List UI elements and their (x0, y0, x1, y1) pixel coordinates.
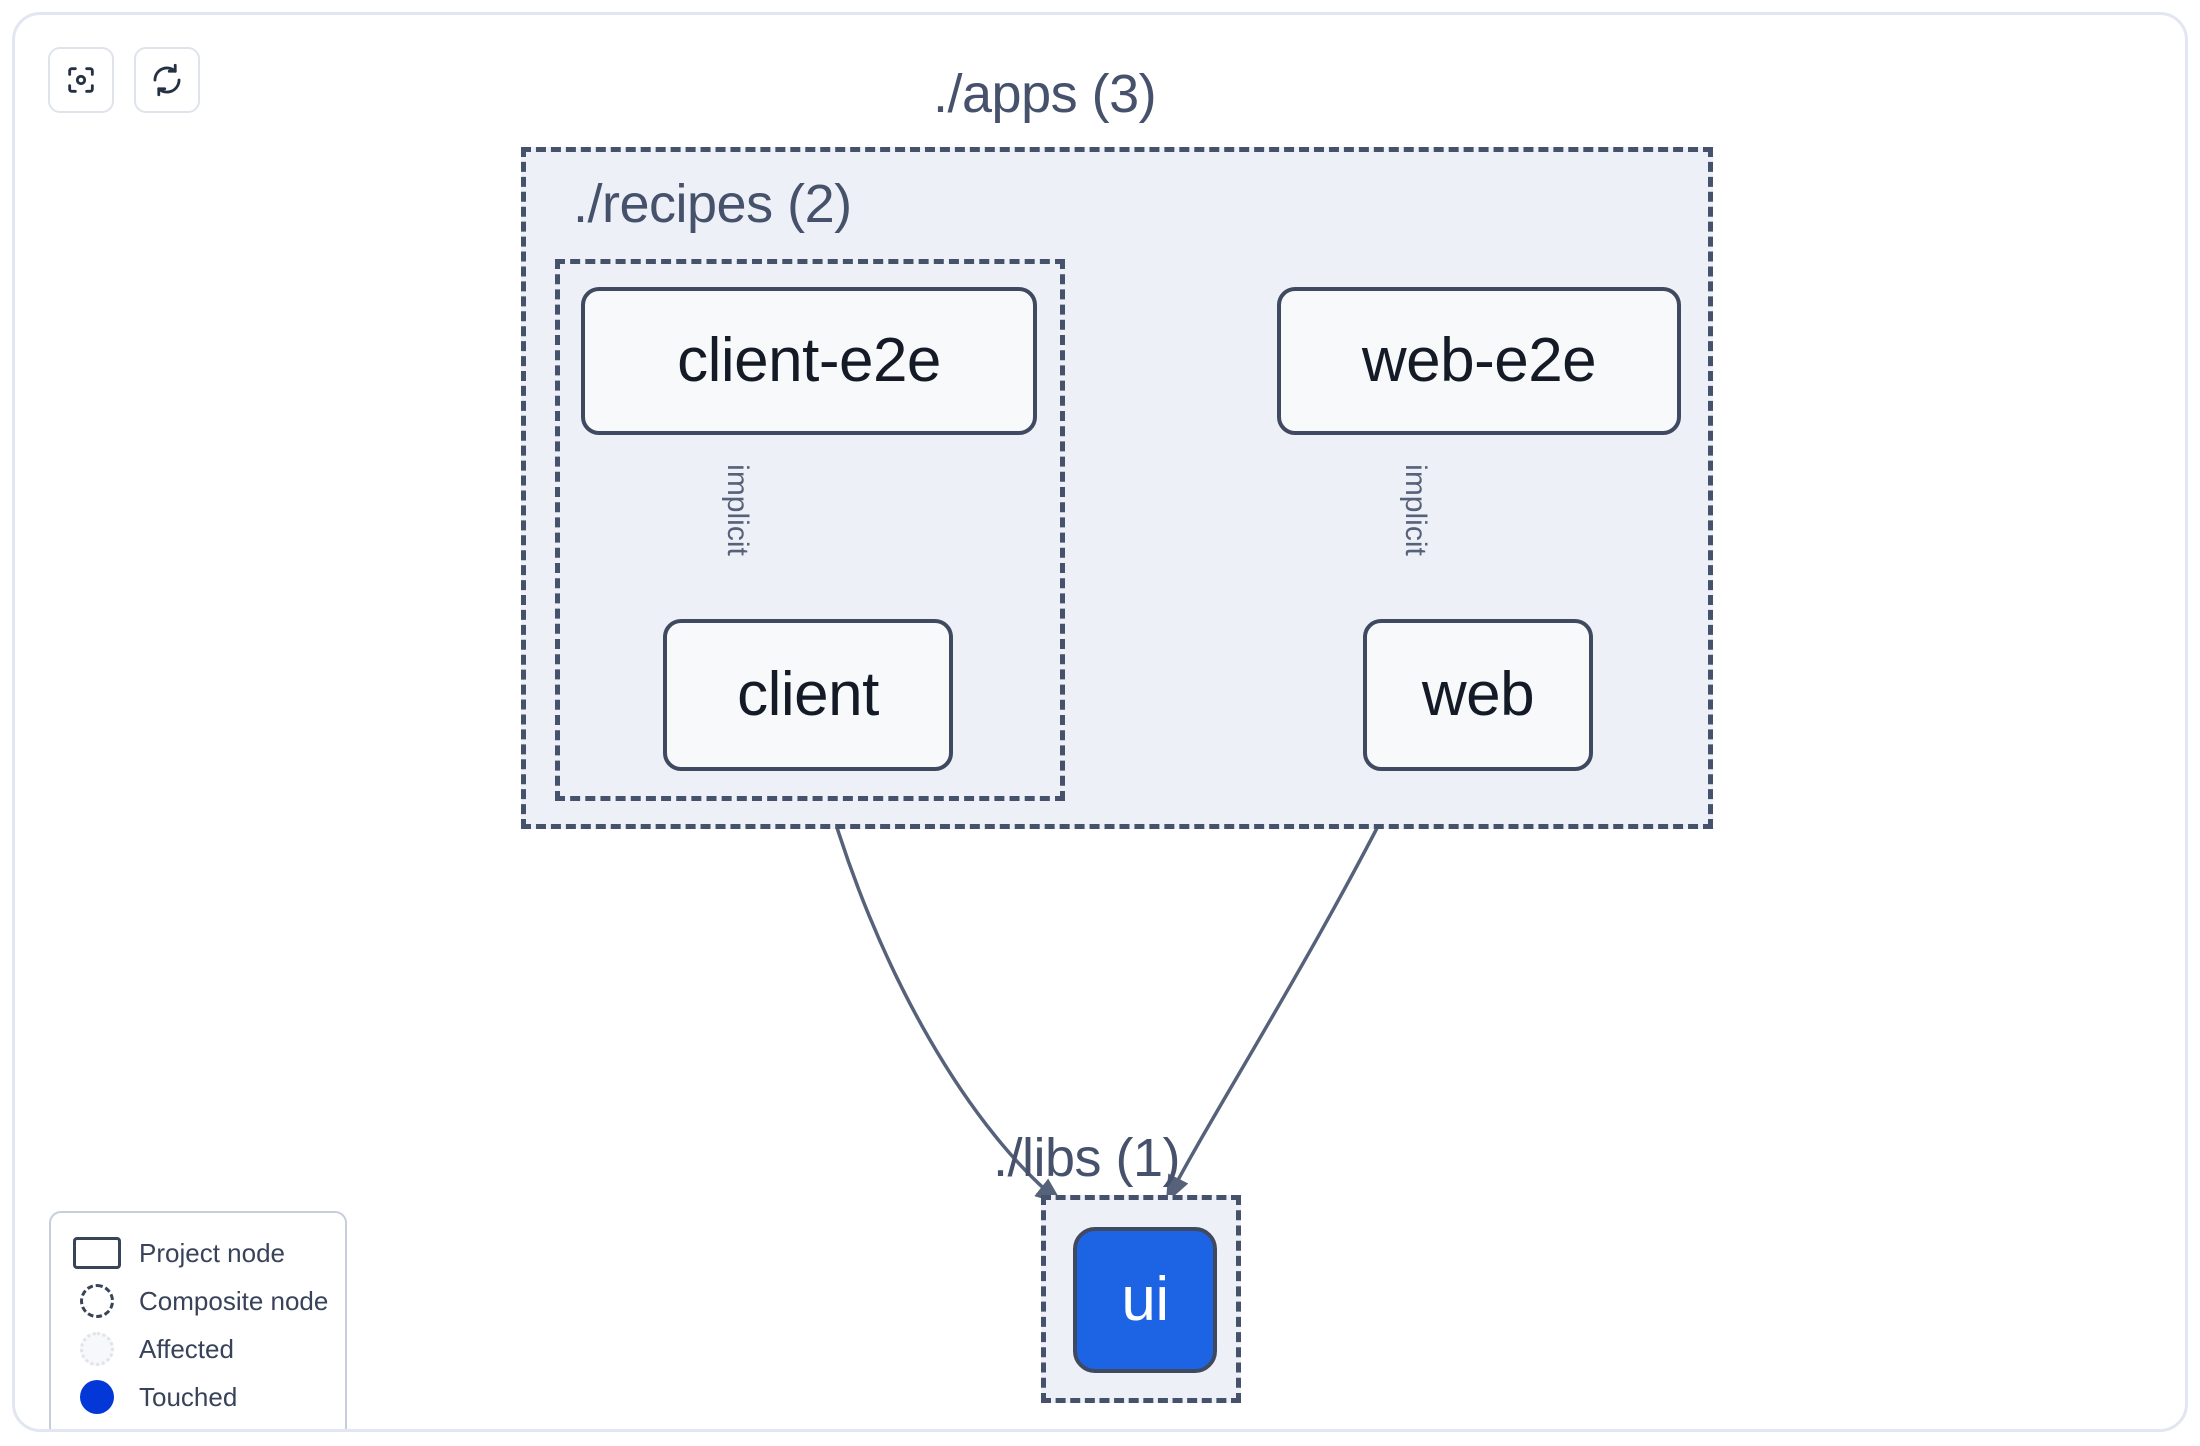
graph-toolbar (48, 47, 200, 113)
edge-client-to-ui (819, 772, 1064, 1205)
graph-panel: ./apps (3) ./recipes (2) ./libs (1) impl… (12, 12, 2188, 1432)
node-label-client: client (737, 660, 879, 729)
refresh-graph-button[interactable] (134, 47, 200, 113)
legend-item-composite-node: Composite node (69, 1277, 329, 1325)
edge-label-web-e2e-implicit: implicit (1399, 464, 1432, 556)
legend-label-composite-node: Composite node (139, 1285, 329, 1316)
legend-item-affected: Affected (69, 1325, 327, 1373)
node-client-e2e[interactable]: client-e2e (581, 287, 1037, 435)
legend-label-project-node: Project node (139, 1237, 285, 1268)
group-label-recipes: ./recipes (2) (573, 174, 852, 234)
edge-label-client-e2e-implicit: implicit (721, 464, 754, 556)
project-node-swatch (69, 1237, 125, 1269)
legend-label-affected: Affected (139, 1333, 234, 1364)
edge-web-to-ui (1165, 772, 1407, 1204)
group-label-apps: ./apps (3) (933, 64, 1157, 124)
graph-legend: Project node Composite node Affected Tou… (49, 1211, 347, 1429)
legend-item-touched: Touched (69, 1373, 327, 1421)
composite-node-swatch (69, 1284, 125, 1318)
touched-swatch (69, 1380, 125, 1414)
node-label-web-e2e: web-e2e (1361, 326, 1597, 395)
affected-swatch (69, 1332, 125, 1366)
legend-label-touched: Touched (139, 1381, 238, 1412)
node-client[interactable]: client (663, 619, 953, 771)
focus-graph-button[interactable] (48, 47, 114, 113)
node-label-web: web (1421, 660, 1535, 729)
node-label-client-e2e: client-e2e (677, 326, 941, 395)
legend-item-project-node: Project node (69, 1229, 327, 1277)
group-label-libs: ./libs (1) (993, 1128, 1181, 1188)
refresh-icon (150, 63, 184, 97)
node-web-e2e[interactable]: web-e2e (1277, 287, 1681, 435)
node-web[interactable]: web (1363, 619, 1593, 771)
node-label-ui: ui (1121, 1265, 1169, 1334)
node-ui[interactable]: ui (1073, 1227, 1217, 1373)
focus-target-icon (64, 63, 98, 97)
